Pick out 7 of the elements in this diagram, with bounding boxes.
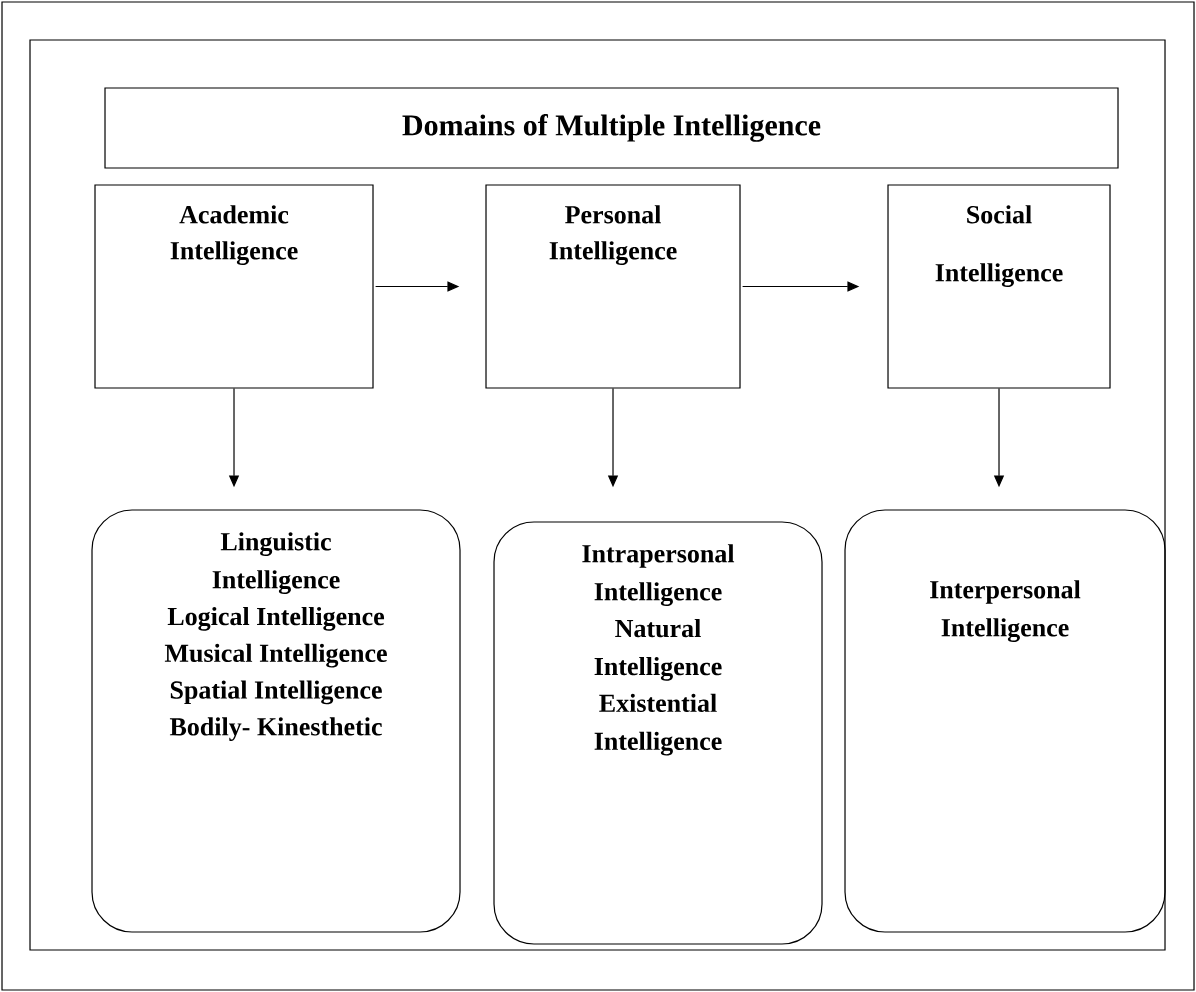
rounded-box: Linguistic Intelligence Logical Intelligence Musical Intelligence Spatial Intelligence Bodily- Kinesthetic bbox=[91, 509, 461, 933]
rounded-box: Interpersonal Intelligence bbox=[844, 509, 1166, 933]
category-box: Personal Intelligence bbox=[485, 184, 741, 389]
category-box: Academic Intelligence bbox=[94, 184, 374, 389]
rounded-box: Intrapersonal Intelligence Natural Intelligence Existential Intelligence bbox=[493, 521, 823, 945]
title-box: Domains of Multiple Intelligence bbox=[104, 87, 1119, 169]
category-box: Social Intelligence bbox=[887, 184, 1111, 389]
